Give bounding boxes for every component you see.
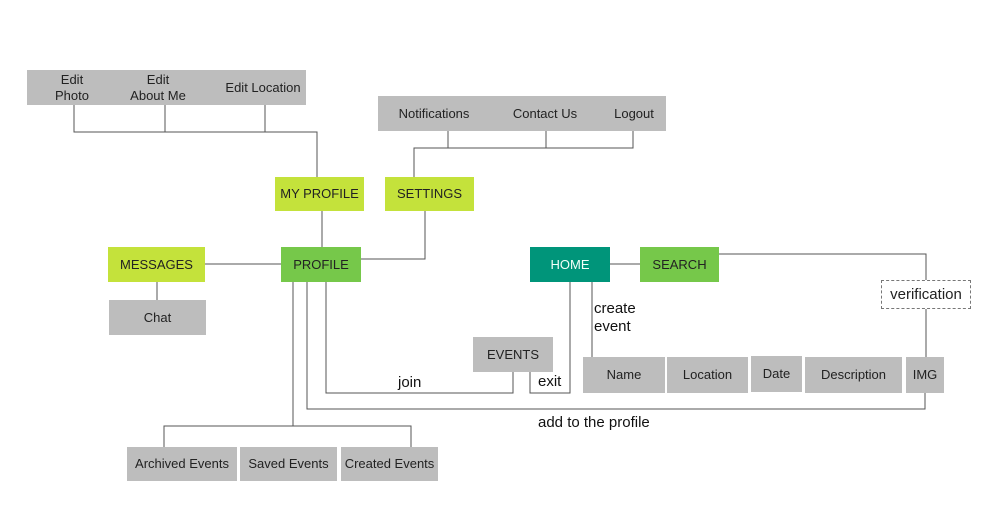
connector-search-verification <box>719 253 927 280</box>
connector-exit <box>529 282 571 394</box>
event-img-node[interactable]: IMG <box>906 357 944 393</box>
profile-edit-strip <box>27 70 306 105</box>
connector-edit-options <box>73 105 266 133</box>
add-to-profile-label: add to the profile <box>538 414 650 431</box>
search-node[interactable]: SEARCH <box>640 247 719 282</box>
connector-edit-to-myprofile <box>265 131 318 177</box>
connector-strip-to-settings <box>413 147 448 177</box>
verification-node[interactable]: verification <box>881 280 971 309</box>
connector-add-to-profile <box>306 282 926 410</box>
messages-node[interactable]: MESSAGES <box>108 247 205 282</box>
profile-node[interactable]: PROFILE <box>281 247 361 282</box>
edit-location-node[interactable]: Edit Location <box>225 79 301 95</box>
my-profile-node[interactable]: MY PROFILE <box>275 177 364 211</box>
archived-events-node[interactable]: Archived Events <box>127 447 237 481</box>
event-location-node[interactable]: Location <box>667 357 748 393</box>
event-description-node[interactable]: Description <box>805 357 902 393</box>
contact-us-node[interactable]: Contact Us <box>512 105 578 121</box>
connector-profile-lists <box>163 282 294 447</box>
chat-node[interactable]: Chat <box>109 300 206 335</box>
logout-node[interactable]: Logout <box>614 105 654 121</box>
notifications-node[interactable]: Notifications <box>398 105 470 121</box>
connector-settings-profile <box>361 211 426 260</box>
exit-label: exit <box>538 373 562 390</box>
saved-events-node[interactable]: Saved Events <box>240 447 337 481</box>
settings-node[interactable]: SETTINGS <box>385 177 474 211</box>
event-date-node[interactable]: Date <box>751 356 802 392</box>
connector-lists-bar <box>293 425 412 447</box>
connector-join <box>325 282 514 394</box>
settings-options-strip <box>378 96 666 131</box>
edit-photo-node[interactable]: Edit Photo <box>55 71 89 103</box>
event-name-node[interactable]: Name <box>583 357 665 393</box>
home-node[interactable]: HOME <box>530 247 610 282</box>
created-events-node[interactable]: Created Events <box>341 447 438 481</box>
edit-about-me-node[interactable]: Edit About Me <box>130 71 186 103</box>
create-event-label: create event <box>594 300 636 335</box>
join-label: join <box>398 374 422 391</box>
connector-settings-options <box>447 131 634 149</box>
events-node[interactable]: EVENTS <box>473 337 553 372</box>
